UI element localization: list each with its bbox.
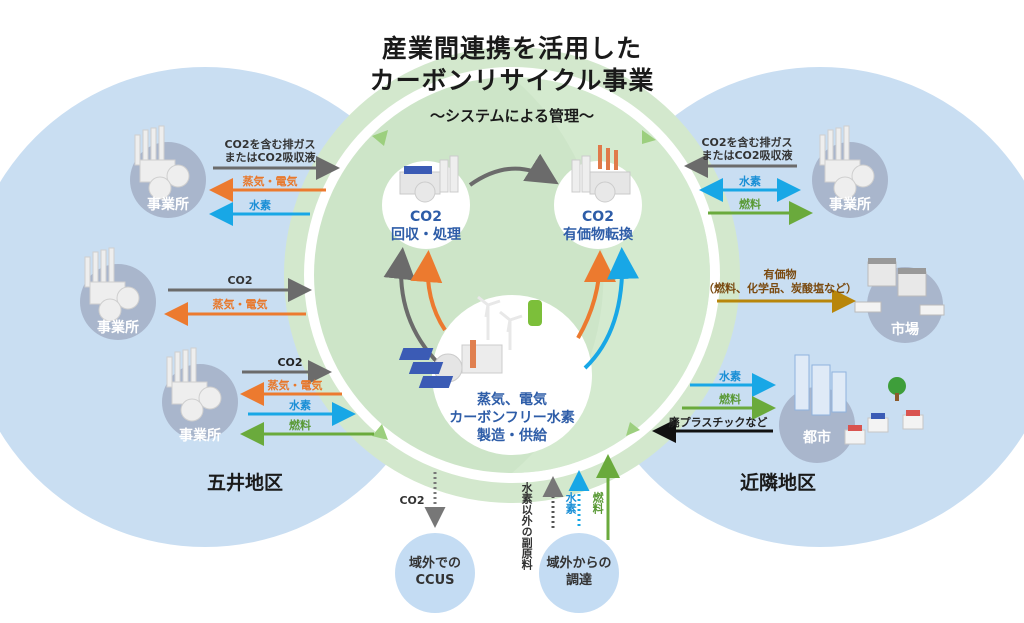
flow-label: 水素 bbox=[249, 199, 271, 212]
flow-label: 水素 bbox=[739, 175, 761, 188]
flow-label: （燃料、化学品、炭酸塩など） bbox=[703, 282, 857, 295]
capture-plant-icon bbox=[399, 155, 459, 203]
ext-ccus-label-2: CCUS bbox=[415, 573, 455, 588]
conversion-plant-icon bbox=[571, 145, 631, 203]
factory-icon bbox=[84, 125, 875, 422]
left-facility-2-label: 事業所 bbox=[97, 320, 139, 336]
node-supply-label-3: 製造・供給 bbox=[477, 428, 547, 444]
flow-label: 燃料 bbox=[719, 393, 741, 406]
node-capture-label-2: 回収・処理 bbox=[391, 227, 461, 243]
flow-label: CO2 bbox=[277, 356, 303, 369]
ext-procurement-label-2: 調達 bbox=[565, 573, 592, 588]
left-facility-3-label: 事業所 bbox=[179, 428, 221, 444]
flow-label: 廃プラスチックなど bbox=[668, 416, 768, 429]
tree-icon bbox=[888, 377, 906, 401]
arrow-supply-to-capture-orange bbox=[410, 250, 447, 332]
flow-label: 蒸気・電気 bbox=[267, 379, 323, 392]
flow-label-hydrogen-ext: 水素 bbox=[564, 492, 578, 514]
ring-arrow-icon bbox=[372, 424, 388, 440]
ring-arrow-icon bbox=[372, 130, 388, 146]
house-icon bbox=[844, 410, 924, 445]
node-supply-circle bbox=[432, 295, 592, 455]
ring-arrow-icon bbox=[626, 422, 640, 436]
node-supply-label-2: カーボンフリー水素 bbox=[449, 410, 575, 426]
supply-facility-icon bbox=[398, 295, 542, 388]
right-facility-2-label: 市場 bbox=[891, 322, 919, 338]
ext-ccus-label-1: 域外での bbox=[408, 556, 461, 571]
flow-label: 有価物 bbox=[763, 268, 797, 281]
flow-label: 燃料 bbox=[289, 419, 311, 432]
flow-label: CO2を含む排ガス bbox=[701, 136, 793, 149]
node-supply-label-1: 蒸気、電気 bbox=[477, 392, 547, 408]
flow-label-fuel-ext: 燃料 bbox=[591, 492, 605, 514]
title-line-1: 産業間連携を活用した bbox=[381, 34, 642, 63]
region-right-label: 近隣地区 bbox=[739, 472, 816, 494]
right-facility-3-label: 都市 bbox=[803, 430, 831, 446]
flow-label: 蒸気・電気 bbox=[242, 175, 298, 188]
right-facility-1-label: 事業所 bbox=[829, 197, 871, 213]
region-left-label: 五井地区 bbox=[206, 472, 283, 494]
flow-label: 蒸気・電気 bbox=[212, 298, 268, 311]
node-conversion-label-2: 有価物転換 bbox=[563, 227, 633, 243]
node-capture-label-1: CO2 bbox=[410, 209, 442, 225]
flow-label-co2-ccus: CO2 bbox=[399, 494, 425, 507]
flow-label-subraw: 水素以外の副原料 bbox=[520, 482, 534, 570]
left-facility-1-label: 事業所 bbox=[147, 197, 189, 213]
arrow-supply-to-conversion-orange bbox=[576, 250, 616, 340]
ext-ccus-circle bbox=[395, 533, 475, 613]
ext-procurement-label-1: 域外からの bbox=[546, 556, 612, 571]
flow-label: 水素 bbox=[719, 370, 741, 383]
flow-label: CO2を含む排ガス bbox=[224, 138, 316, 151]
ring-arrow-icon bbox=[642, 130, 656, 144]
title-line-2: カーボンリサイクル事業 bbox=[369, 66, 655, 95]
flow-label: 燃料 bbox=[739, 198, 761, 211]
arrow-capture-to-conversion bbox=[468, 153, 559, 187]
node-conversion-label-1: CO2 bbox=[582, 209, 614, 225]
ext-procurement-circle bbox=[539, 533, 619, 613]
flow-label: またはCO2吸収液 bbox=[701, 149, 793, 162]
flow-label: またはCO2吸収液 bbox=[224, 151, 316, 164]
flow-label: 水素 bbox=[289, 399, 311, 412]
city-buildings-icon bbox=[794, 354, 847, 416]
arrow-supply-to-conversion-blue bbox=[583, 247, 639, 370]
flow-label: CO2 bbox=[227, 274, 253, 287]
subtitle: 〜システムによる管理〜 bbox=[429, 107, 595, 125]
